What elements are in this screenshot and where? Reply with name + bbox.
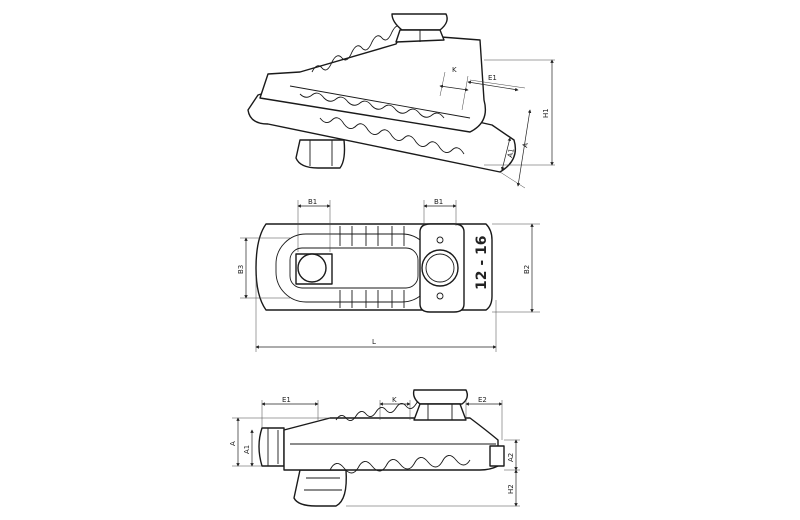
middle-view-label-b1-left: B1	[308, 198, 317, 206]
top-view-label-k: K	[452, 66, 457, 74]
bottom-view-left-end	[258, 427, 285, 467]
top-view-base-pad	[295, 139, 346, 169]
bottom-view-bottom-ridges	[329, 455, 471, 474]
middle-view-left-nut-circle	[297, 253, 327, 283]
top-view-upper-ridges	[311, 21, 413, 73]
bottom-view-right-tail	[489, 445, 505, 467]
bottom-view: E1 K E2 A A1 A2 H2	[229, 389, 520, 507]
bottom-view-label-h2: H2	[507, 484, 515, 494]
middle-view: 12 - 16 B1 B1 B3 B2 L	[237, 198, 540, 352]
bottom-view-base-pad	[293, 469, 347, 507]
middle-view-slot	[289, 247, 419, 289]
middle-view-cap-ring	[421, 249, 459, 287]
middle-view-bolt-hole-top	[436, 236, 444, 244]
bottom-view-label-e1: E1	[282, 396, 291, 404]
top-view-label-a: A	[521, 142, 530, 149]
top-view: K E1 H1 A1 A	[247, 13, 555, 189]
bottom-view-label-e2: E2	[478, 396, 487, 404]
top-view-label-a1: A1	[506, 148, 516, 159]
bottom-view-label-a2: A2	[507, 453, 515, 462]
middle-view-bolt-hole-bottom	[436, 292, 444, 300]
top-view-cap-knob	[391, 13, 448, 31]
bottom-view-label-k: K	[392, 396, 397, 404]
top-view-label-h1: H1	[542, 108, 550, 118]
bottom-view-label-a: A	[229, 441, 237, 446]
bottom-view-cap-knob	[412, 389, 469, 405]
middle-view-label-b1-right: B1	[434, 198, 443, 206]
top-view-lower-ridges	[319, 117, 465, 155]
middle-view-label-b2: B2	[523, 265, 531, 274]
size-marking: 12 - 16	[474, 235, 490, 290]
bottom-view-label-a1: A1	[243, 445, 251, 454]
middle-view-label-b3: B3	[237, 265, 245, 274]
top-view-label-e1: E1	[488, 74, 497, 82]
middle-view-ribs	[339, 226, 405, 308]
middle-view-label-l: L	[372, 338, 376, 346]
